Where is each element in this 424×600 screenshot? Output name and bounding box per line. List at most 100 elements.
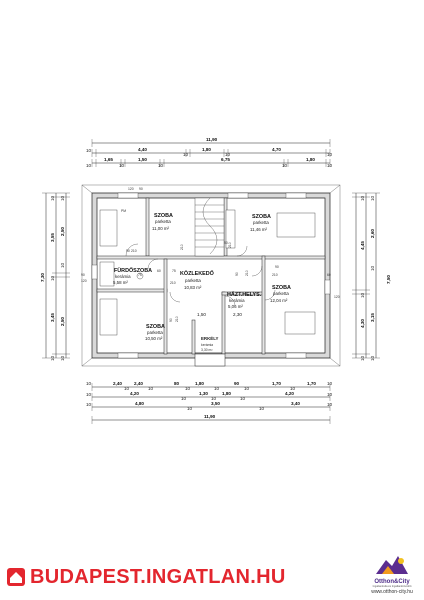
room-7-floor: kerámia — [201, 343, 213, 347]
opening-label: 90 — [81, 273, 85, 277]
room-2-name: FÜRDŐSZOBA — [114, 267, 152, 274]
room-labels: SZOBA parketta 11,00 m² SZOBA parketta 1… — [113, 213, 291, 352]
opening-label: 210 — [170, 281, 176, 285]
bot-dim-r1-10: 10 — [244, 386, 250, 391]
right-dim-b0: 10 — [370, 195, 375, 201]
bot-dim-r2-2: 10 — [181, 396, 187, 401]
right-dim-a3: 4,30 — [360, 319, 365, 328]
room-0-area: 11,00 m² — [152, 226, 170, 231]
top-dim-r2-3: 1,50 — [138, 157, 147, 162]
opening-label: 60 — [157, 269, 161, 273]
room-3-floor: parketta — [185, 278, 201, 283]
opening-label: 210 — [245, 270, 249, 276]
bot-dim-r3-0: 10 — [86, 402, 92, 407]
left-dim-b4: 10 — [60, 355, 65, 361]
top-dim-r1-0: 10 — [86, 148, 92, 153]
top-dim-r1-6: 10 — [327, 152, 333, 157]
top-dim-r1-4: 10 — [225, 152, 231, 157]
opening-label: 1,50 — [197, 312, 206, 317]
opening-label: 2,30 — [233, 312, 242, 317]
bot-dim-r3-3: 3,50 — [211, 401, 220, 406]
bot-dim-r3-5: 3,40 — [291, 401, 300, 406]
watermark: BUDAPEST.INGATLAN.HU — [6, 562, 286, 592]
room-0-floor: parketta — [155, 219, 171, 224]
top-dimensions: 11,90 10 4,40 10 1,80 10 4,70 10 10 1,65… — [86, 137, 333, 168]
bot-dim-r2-6: 10 — [240, 396, 246, 401]
opening-label: 210 — [175, 316, 179, 322]
bot-dim-r1-4: 10 — [148, 386, 154, 391]
opening-label: 120 — [334, 295, 340, 299]
room-2-area: 5,58 m² — [113, 280, 128, 285]
opening-label: 90 — [139, 187, 143, 191]
left-dim-b2: 10 — [60, 262, 65, 268]
opening-label: 75 — [138, 273, 142, 277]
top-dim-r2-4: 10 — [158, 163, 164, 168]
left-dim-a3: 3,45 — [50, 313, 55, 322]
bot-dim-r1-1: 2,40 — [113, 381, 122, 386]
opening-label: 60 — [327, 273, 331, 277]
bot-dim-r1-9: 90 — [234, 381, 240, 386]
bot-dim-r3-6: 10 — [327, 402, 333, 407]
right-dim-a4: 10 — [360, 355, 365, 361]
room-4-name: HÁZT.HELYS. — [227, 291, 262, 298]
room-4-area: 5,06 m² — [228, 304, 243, 309]
top-dim-r2-8: 10 — [327, 163, 333, 168]
top-dim-r2-7: 1,80 — [306, 157, 315, 162]
right-dim-a2: 10 — [360, 292, 365, 298]
bot-dim-r1-3: 2,40 — [134, 381, 143, 386]
left-dim-b1: 2,50 — [60, 227, 65, 236]
bot-dim-r2-7: 4,20 — [285, 391, 294, 396]
room-1-area: 11,46 m² — [250, 227, 268, 232]
right-dim-b3: 3,15 — [370, 313, 375, 322]
left-dim-a0: 10 — [50, 195, 55, 201]
bot-dim-r2-5: 1,80 — [222, 391, 231, 396]
right-dim-a1: 4,45 — [360, 241, 365, 250]
bot-dim-r3-1: 4,80 — [135, 401, 144, 406]
opening-label: 90 — [235, 272, 239, 276]
bot-dim-r1-14: 10 — [327, 381, 333, 386]
room-7-name: ERKÉLY — [201, 336, 218, 341]
right-dim-b4: 10 — [370, 355, 375, 361]
bottom-dimensions: 10 2,40 10 2,40 10 80 10 1,80 10 90 10 1… — [86, 381, 333, 424]
building — [81, 184, 341, 367]
room-5-area: 12,04 m² — [270, 298, 288, 303]
opening-label: 90 — [169, 318, 173, 322]
top-dim-r2-0: 10 — [86, 163, 92, 168]
bot-dim-r1-5: 80 — [174, 381, 180, 386]
logo-tagline: Ingatlaniroda és Ingatlanközvetítő — [372, 585, 412, 588]
bot-dim-r2-3: 1,30 — [199, 391, 208, 396]
room-7-area: 3,30 m² — [201, 348, 213, 352]
opening-label: 120 — [128, 187, 134, 191]
room-0-name: SZOBA — [154, 213, 173, 219]
room-5-name: SZOBA — [272, 285, 291, 291]
left-dimensions: 7,30 10 3,55 10 3,45 10 10 2,50 10 2,50 … — [40, 192, 70, 361]
opening-label: 90 — [224, 241, 228, 245]
opening-label: 210 — [131, 249, 137, 253]
bot-dim-r1-11: 1,70 — [272, 381, 281, 386]
left-dim-b3: 2,50 — [60, 317, 65, 326]
bot-overall-dim: 11,90 — [204, 414, 216, 419]
company-logo: Otthon&City Ingatlaniroda és Ingatlanköz… — [366, 552, 418, 598]
right-dim-b2: 10 — [370, 265, 375, 271]
room-4-floor: kerámia — [229, 298, 245, 303]
room-3-area: 10,83 m² — [184, 285, 202, 290]
mountain-logo-icon — [376, 556, 408, 574]
room-1-floor: parketta — [253, 220, 269, 225]
bot-dim-r3-2: 10 — [187, 406, 193, 411]
top-overall-dim: 11,90 — [206, 137, 218, 142]
bot-dim-r1-7: 1,80 — [195, 381, 204, 386]
bot-dim-r3-4: 10 — [259, 406, 265, 411]
opening-label: 90 — [126, 249, 130, 253]
room-3-name: KÖZLEKEDŐ — [180, 270, 214, 277]
opening-label: 75 — [172, 269, 176, 273]
top-dim-r1-5: 4,70 — [272, 147, 281, 152]
room-6-name: SZOBA — [146, 324, 165, 330]
room-1-name: SZOBA — [252, 214, 271, 220]
right-dim-a0: 10 — [360, 195, 365, 201]
right-dimensions: 10 4,45 10 4,30 10 10 2,60 10 3,15 10 7,… — [352, 192, 391, 361]
left-dim-b0: 10 — [60, 195, 65, 201]
opening-label: 90 — [275, 265, 279, 269]
bot-dim-r1-2: 10 — [124, 386, 130, 391]
bot-dim-r1-6: 10 — [185, 386, 191, 391]
